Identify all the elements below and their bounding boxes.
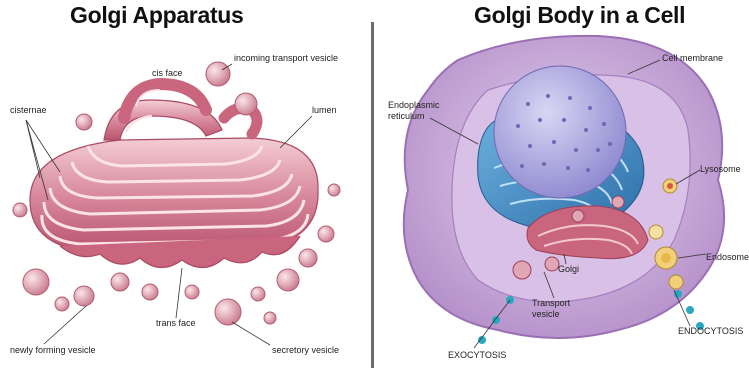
cisternae-label: cisternae	[10, 105, 47, 116]
panel-divider	[371, 22, 374, 368]
cis-face-label: cis face	[152, 68, 183, 79]
golgi-in-cell-panel: Golgi Body in a Cell Cell membrane Endop…	[378, 0, 749, 374]
lysosome	[663, 179, 677, 193]
secretory-vesicle-label: secretory vesicle	[272, 345, 339, 356]
endocytosis-label: ENDOCYTOSIS	[678, 326, 743, 337]
trans-face-label: trans face	[156, 318, 196, 329]
transport-vesicle-label: Transport vesicle	[532, 298, 578, 320]
endosome-label: Endosome	[706, 252, 749, 263]
golgi-label: Golgi	[558, 264, 579, 275]
er-label: Endoplasmic reticulum	[388, 100, 444, 122]
cell-membrane-label: Cell membrane	[662, 53, 723, 64]
right-title: Golgi Body in a Cell	[474, 2, 685, 29]
golgi-apparatus-panel: Golgi Apparatus cis face incoming transp…	[0, 0, 370, 374]
left-title: Golgi Apparatus	[70, 2, 244, 29]
lysosome-label: Lysosome	[700, 164, 741, 175]
incoming-vesicle-label: incoming transport vesicle	[234, 53, 338, 64]
lumen-label: lumen	[312, 105, 337, 116]
exocytosis-label: EXOCYTOSIS	[448, 350, 506, 361]
nucleus	[494, 66, 626, 198]
newly-forming-vesicle-label: newly forming vesicle	[10, 345, 96, 356]
cisternae-stack	[30, 84, 318, 268]
